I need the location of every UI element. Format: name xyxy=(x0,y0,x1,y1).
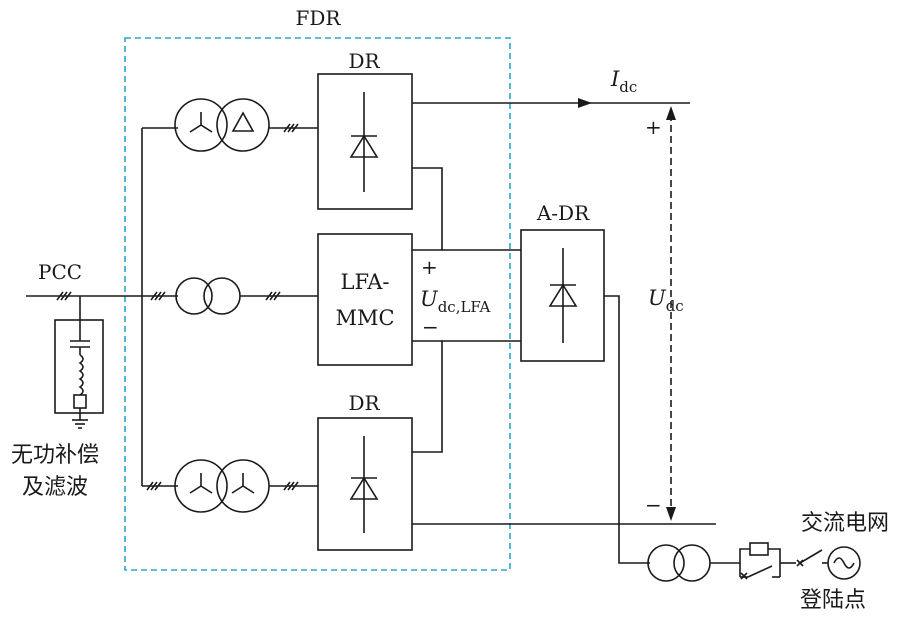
dr-bottom-box xyxy=(317,417,413,551)
fdr-boundary xyxy=(124,37,511,571)
pcc-phase-ticks xyxy=(56,291,72,301)
adr-ac-feed xyxy=(604,295,650,564)
ac-source-icon xyxy=(827,546,861,580)
idc-label: Idc xyxy=(610,67,637,96)
pcc-label: PCC xyxy=(38,260,82,284)
udc-lfa-minus: − xyxy=(422,315,439,339)
phase-ticks-top xyxy=(283,123,299,133)
phase-ticks-bottom-right xyxy=(283,481,299,491)
diode-bottom-icon xyxy=(349,436,379,533)
filter-branch xyxy=(54,296,104,429)
udc-minus: − xyxy=(645,493,662,517)
dr-top-label: DR xyxy=(348,49,380,73)
udc-plus: + xyxy=(645,115,662,139)
fdr-label: FDR xyxy=(296,6,342,30)
transformer-mid xyxy=(175,277,241,315)
adr-label: A-DR xyxy=(536,201,590,225)
diode-top-icon xyxy=(349,92,379,192)
filter-label-line2: 及滤波 xyxy=(22,475,88,500)
phase-ticks-mid-left xyxy=(150,291,166,301)
transformer-bottom xyxy=(174,459,270,513)
landing-label: 登陆点 xyxy=(800,588,866,613)
udc-label: Udc xyxy=(648,286,684,315)
udc-lfa-plus: + xyxy=(421,255,438,279)
phase-ticks-mid-right xyxy=(265,291,281,301)
switch xyxy=(799,549,828,564)
breaker-resistor xyxy=(730,542,796,578)
diode-adr-icon xyxy=(548,248,578,343)
filter-label-line1: 无功补偿 xyxy=(11,443,99,468)
transformer-top xyxy=(174,98,270,152)
idc-arrow-icon xyxy=(578,98,592,108)
udc-measure xyxy=(666,106,676,521)
lfa-mmc-label-line1: LFA- xyxy=(341,270,390,294)
grid-label: 交流电网 xyxy=(801,511,889,536)
lfa-mmc-box xyxy=(317,233,413,366)
pcc-bus xyxy=(26,127,178,487)
udc-lfa-label: Udc,LFA xyxy=(420,287,491,316)
dr-bottom-label: DR xyxy=(348,391,380,415)
lfa-mmc-label-line2: MMC xyxy=(335,306,394,330)
dr-top-box xyxy=(317,73,413,210)
grid-transformer xyxy=(647,544,711,582)
dc-series-wiring xyxy=(412,102,716,525)
phase-ticks-bottom-left xyxy=(146,481,162,491)
